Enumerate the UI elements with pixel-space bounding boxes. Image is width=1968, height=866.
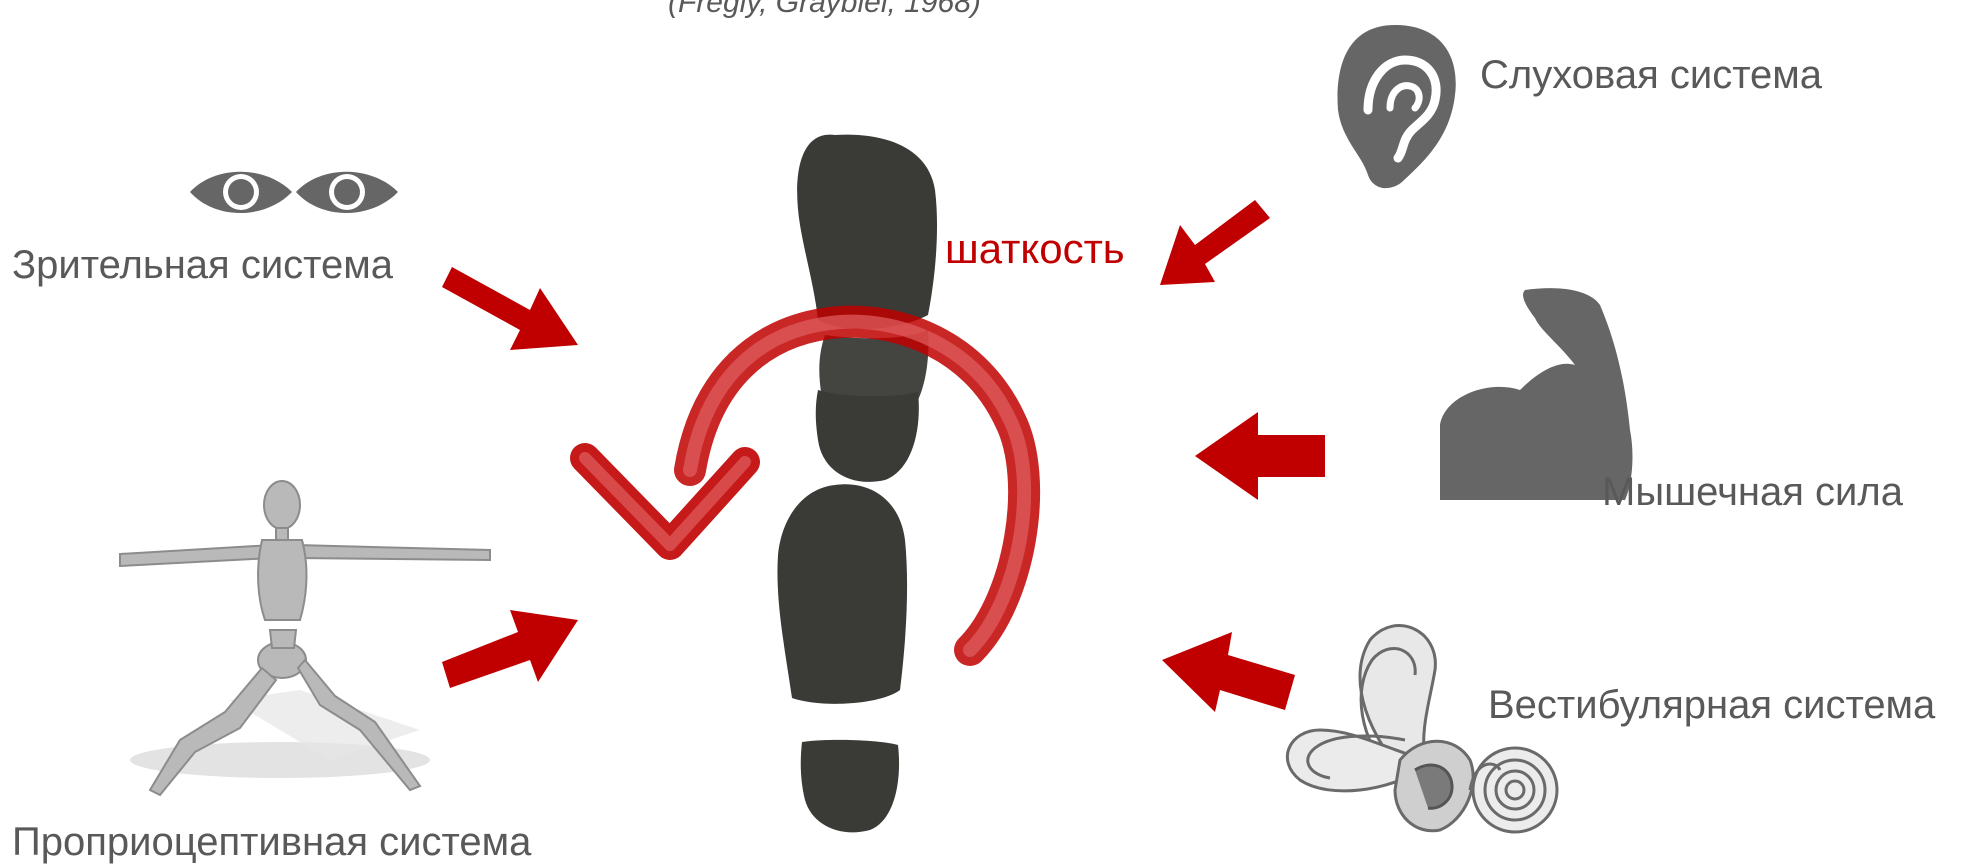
arrow-auditory xyxy=(1160,200,1270,285)
label-proprioceptive-system: Проприоцептивная система xyxy=(12,822,531,862)
footprints-icon xyxy=(777,135,937,833)
label-visual-system: Зрительная система xyxy=(12,245,393,285)
label-muscular-strength: Мышечная сила xyxy=(1602,472,1903,512)
center-label-instability: шаткость xyxy=(945,228,1125,270)
arrow-visual xyxy=(442,267,578,350)
eyes-icon xyxy=(190,172,398,213)
footprint-bottom-heel xyxy=(801,740,899,832)
label-auditory-system: Слуховая система xyxy=(1480,55,1822,95)
footprint-bottom-sole xyxy=(777,484,907,704)
inner-ear-icon xyxy=(1287,626,1557,832)
arrow-muscular xyxy=(1195,412,1325,500)
arrow-vestibular xyxy=(1162,632,1295,712)
arrow-proprioceptive xyxy=(442,610,578,688)
footprint-top-heel xyxy=(816,390,919,482)
mannequin-figure-icon xyxy=(120,481,490,795)
flexed-bicep-icon xyxy=(1440,288,1632,500)
ear-icon xyxy=(1338,25,1456,188)
label-vestibular-system: Вестибулярная система xyxy=(1488,685,1935,725)
footprint-top-sole xyxy=(797,135,937,329)
